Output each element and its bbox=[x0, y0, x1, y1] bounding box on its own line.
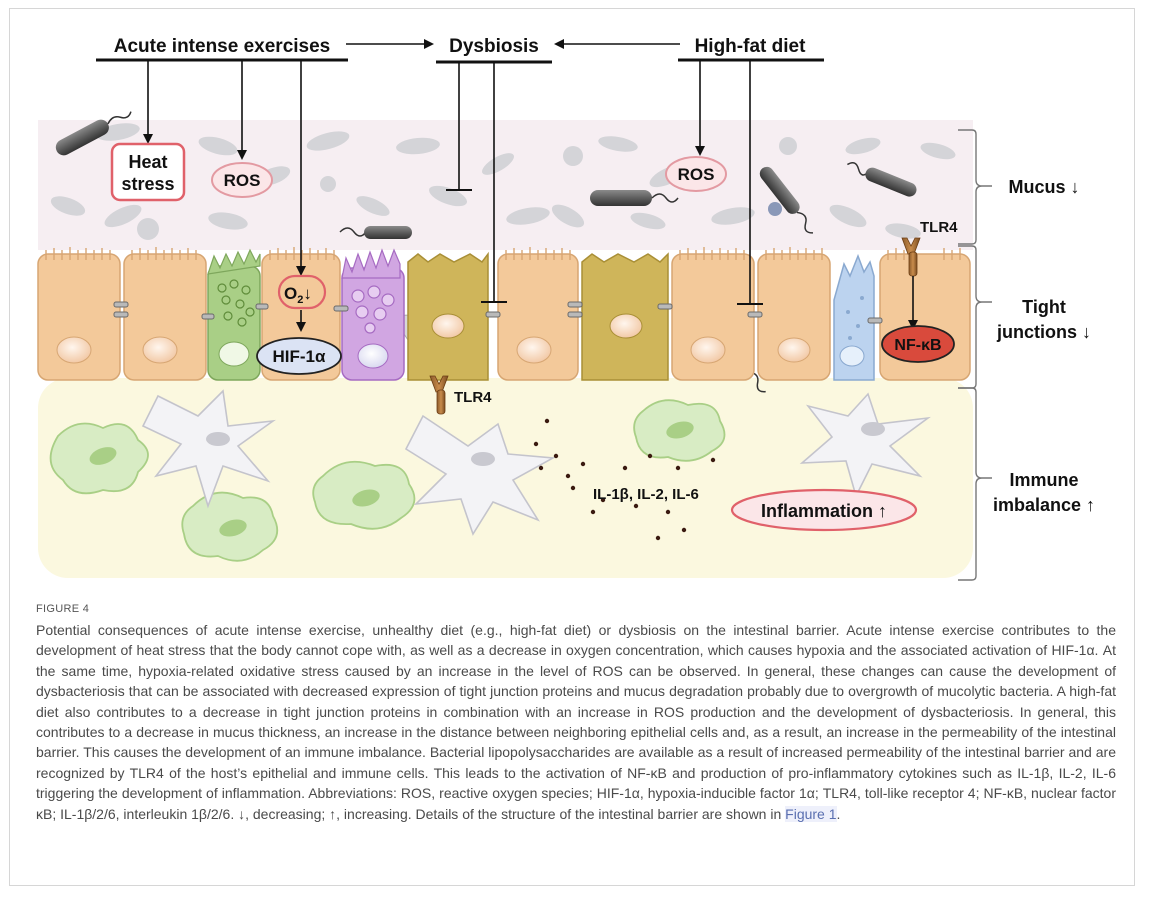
dysbiosis-label: Dysbiosis bbox=[449, 36, 539, 57]
acute-exercise-label: Acute intense exercises bbox=[114, 36, 331, 57]
goblet-cell-purple bbox=[341, 248, 405, 381]
nfkb-oval bbox=[881, 325, 955, 363]
bacterium-icon bbox=[55, 111, 132, 156]
tight-junctions-label-line2: junctions ↓ bbox=[996, 322, 1091, 342]
cytokine-dots bbox=[533, 418, 716, 541]
heat-stress-label-line2: stress bbox=[121, 174, 174, 194]
inflammation-oval bbox=[730, 488, 918, 532]
hif-oval bbox=[256, 337, 342, 375]
enterocyte-cell bbox=[671, 253, 755, 381]
tlr4-receptor-icon bbox=[429, 375, 449, 415]
layer-brackets bbox=[958, 129, 992, 581]
figure-number-label: FIGURE 4 bbox=[36, 603, 90, 615]
immune-imbalance-label-line2: imbalance ↑ bbox=[993, 495, 1095, 515]
pathway-arrows bbox=[96, 39, 918, 332]
intestinal-barrier-diagram: Acute intense exercises Dysbiosis High-f… bbox=[37, 36, 1095, 581]
bacterium-icon bbox=[846, 161, 917, 197]
immune-nuclei bbox=[89, 421, 694, 537]
ros-right-label: ROS bbox=[678, 165, 715, 184]
high-fat-diet-label: High-fat diet bbox=[695, 36, 806, 57]
epithelial-layer bbox=[37, 247, 971, 381]
ros-right-oval bbox=[665, 156, 727, 192]
mucus-particles bbox=[50, 123, 956, 240]
goblet-cell-green bbox=[207, 248, 261, 381]
ros-left-oval bbox=[211, 162, 273, 198]
tlr4-top-label: TLR4 bbox=[920, 219, 958, 236]
inflammation-label: Inflammation ↑ bbox=[761, 501, 887, 521]
o2-label: O2↓ bbox=[284, 284, 312, 306]
tlr4-receptor-icon bbox=[901, 237, 921, 277]
enterocyte-cell bbox=[757, 253, 831, 381]
caption-text: Potential consequences of acute intense … bbox=[36, 622, 1116, 822]
tight-junctions-label: Tight bbox=[1022, 297, 1066, 317]
enterocyte-cell bbox=[123, 253, 207, 381]
dendritic-nuclei bbox=[206, 422, 885, 466]
ros-left-label: ROS bbox=[224, 171, 261, 190]
nfkb-label: NF-κB bbox=[894, 337, 941, 354]
heat-stress-label: Heat bbox=[128, 152, 167, 172]
m-cell bbox=[833, 253, 875, 381]
immune-imbalance-label: Immune bbox=[1009, 470, 1078, 490]
mucus-layer-label: Mucus ↓ bbox=[1008, 177, 1079, 197]
cytokines-label: IL-1β, IL-2, IL-6 bbox=[593, 486, 699, 503]
figure-1-link[interactable]: Figure 1 bbox=[785, 805, 837, 822]
bacterium-icon bbox=[339, 226, 412, 239]
heat-stress-box bbox=[110, 142, 186, 202]
bacterium-icon bbox=[759, 166, 813, 234]
tlr4-bottom-label: TLR4 bbox=[454, 389, 492, 406]
tuft-cell bbox=[407, 251, 489, 381]
tuft-cell bbox=[581, 252, 669, 381]
o2-box bbox=[277, 274, 327, 310]
enterocyte-cell bbox=[37, 253, 121, 381]
hif-label: HIF-1α bbox=[273, 347, 327, 366]
enterocyte-cell bbox=[497, 253, 579, 381]
tight-junctions bbox=[113, 301, 883, 324]
figure-caption: Potential consequences of acute intense … bbox=[36, 620, 1116, 824]
mucus-layer bbox=[38, 120, 973, 250]
bacterium-icon bbox=[590, 190, 679, 206]
dendritic-cells bbox=[141, 389, 931, 536]
mucus-dot bbox=[768, 202, 782, 216]
microvilli bbox=[45, 247, 961, 260]
caption-end: . bbox=[836, 805, 841, 822]
